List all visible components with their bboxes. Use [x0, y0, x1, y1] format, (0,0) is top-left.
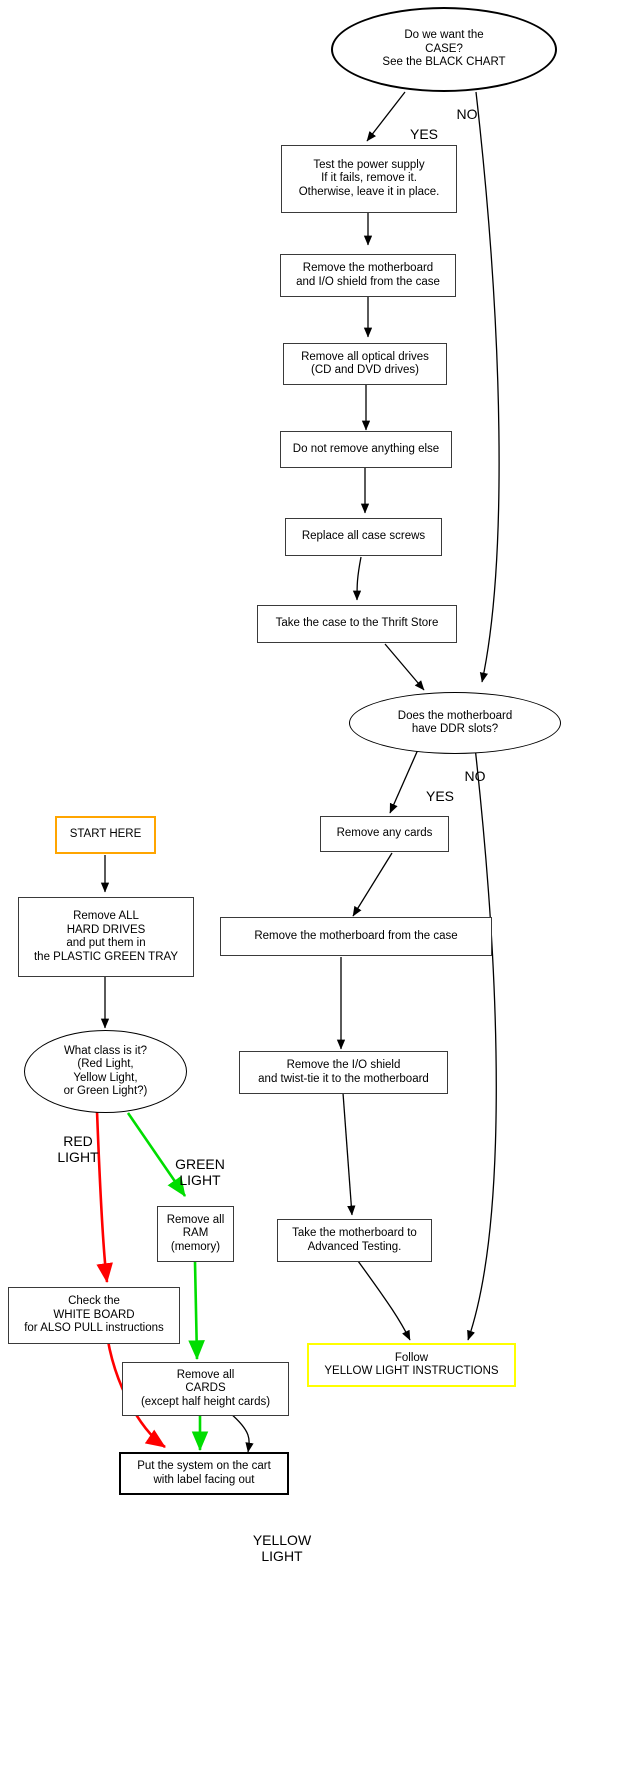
node-follow-yellow-label: Follow YELLOW LIGHT INSTRUCTIONS: [324, 1351, 499, 1378]
node-remove-motherboard-io[interactable]: Remove the motherboard and I/O shield fr…: [280, 254, 456, 297]
node-remove-cards[interactable]: Remove all CARDS (except half height car…: [122, 1362, 289, 1416]
edge-label-green-light: GREEN LIGHT: [175, 1156, 225, 1188]
node-replace-screws[interactable]: Replace all case screws: [285, 518, 442, 556]
node-ddr-question-label: Does the motherboard have DDR slots?: [397, 709, 513, 736]
node-test-power-supply-label: Test the power supply If it fails, remov…: [298, 158, 440, 198]
edge-cards-to-mbcase: [352, 852, 393, 917]
node-remove-motherboard-io-label: Remove the motherboard and I/O shield fr…: [296, 262, 440, 288]
edge-ioshield-to-testing: [342, 1092, 356, 1216]
node-class-question-label: What class is it? (Red Light, Yellow Lig…: [63, 1044, 148, 1098]
edge-label-ddr-yes: YES: [425, 788, 454, 804]
node-follow-yellow[interactable]: Follow YELLOW LIGHT INSTRUCTIONS: [307, 1343, 516, 1387]
node-remove-mb-from-case-label: Remove the motherboard from the case: [254, 929, 458, 942]
node-advanced-testing-label: Take the motherboard to Advanced Testing…: [292, 1227, 417, 1253]
edge-label-case-yes: YES: [409, 126, 438, 142]
edge-label-yellow-light: YELLOW LIGHT: [252, 1532, 312, 1564]
node-remove-optical[interactable]: Remove all optical drives (CD and DVD dr…: [283, 343, 447, 385]
node-remove-any-cards[interactable]: Remove any cards: [320, 816, 449, 852]
node-start-here-label: START HERE: [69, 828, 142, 841]
node-remove-mb-from-case[interactable]: Remove the motherboard from the case: [220, 917, 492, 956]
node-thrift-store-label: Take the case to the Thrift Store: [275, 617, 439, 630]
node-remove-cards-label: Remove all CARDS (except half height car…: [140, 1368, 271, 1408]
edge-testing-to-yellow: [357, 1260, 411, 1341]
node-class-question[interactable]: What class is it? (Red Light, Yellow Lig…: [24, 1030, 187, 1113]
edge-screws-to-thrift: [352, 556, 362, 601]
node-advanced-testing[interactable]: Take the motherboard to Advanced Testing…: [277, 1219, 432, 1262]
edge-cards-to-cart: [229, 1412, 254, 1453]
node-put-on-cart-label: Put the system on the cart with label fa…: [137, 1460, 271, 1486]
edge-ram-to-cards: [188, 1261, 205, 1361]
node-replace-screws-label: Replace all case screws: [301, 530, 426, 543]
node-remove-hard-drives[interactable]: Remove ALL HARD DRIVES and put them in t…: [18, 897, 194, 977]
node-remove-ram-label: Remove all RAM (memory): [166, 1213, 225, 1253]
node-remove-io-shield[interactable]: Remove the I/O shield and twist-tie it t…: [239, 1051, 448, 1094]
node-check-white-board[interactable]: Check the WHITE BOARD for ALSO PULL inst…: [8, 1287, 180, 1344]
edge-case-yes: [366, 91, 406, 142]
edge-case-no: [475, 91, 500, 683]
node-do-not-remove-label: Do not remove anything else: [292, 442, 440, 455]
edge-ddr-yes: [389, 744, 421, 814]
node-check-white-board-label: Check the WHITE BOARD for ALSO PULL inst…: [24, 1295, 164, 1335]
node-remove-any-cards-label: Remove any cards: [336, 827, 433, 840]
node-case-question[interactable]: Do we want the CASE? See the BLACK CHART: [331, 7, 557, 92]
node-thrift-store[interactable]: Take the case to the Thrift Store: [257, 605, 457, 643]
edge-thrift-to-ddr: [384, 643, 425, 691]
node-remove-optical-label: Remove all optical drives (CD and DVD dr…: [301, 350, 429, 377]
node-case-question-label: Do we want the CASE? See the BLACK CHART: [382, 29, 506, 69]
node-remove-hard-drives-label: Remove ALL HARD DRIVES and put them in t…: [33, 910, 178, 963]
edge-label-ddr-no: NO: [464, 768, 486, 784]
edge-label-red-light: RED LIGHT: [57, 1133, 99, 1165]
node-ddr-question[interactable]: Does the motherboard have DDR slots?: [349, 692, 561, 754]
node-remove-io-shield-label: Remove the I/O shield and twist-tie it t…: [258, 1059, 429, 1085]
edge-label-case-no: NO: [456, 106, 478, 122]
node-start-here[interactable]: START HERE: [55, 816, 156, 854]
edge-ddr-no: [467, 746, 497, 1341]
node-remove-ram[interactable]: Remove all RAM (memory): [157, 1206, 234, 1262]
node-test-power-supply[interactable]: Test the power supply If it fails, remov…: [281, 145, 457, 213]
node-do-not-remove[interactable]: Do not remove anything else: [280, 431, 452, 468]
node-put-on-cart[interactable]: Put the system on the cart with label fa…: [119, 1452, 289, 1495]
